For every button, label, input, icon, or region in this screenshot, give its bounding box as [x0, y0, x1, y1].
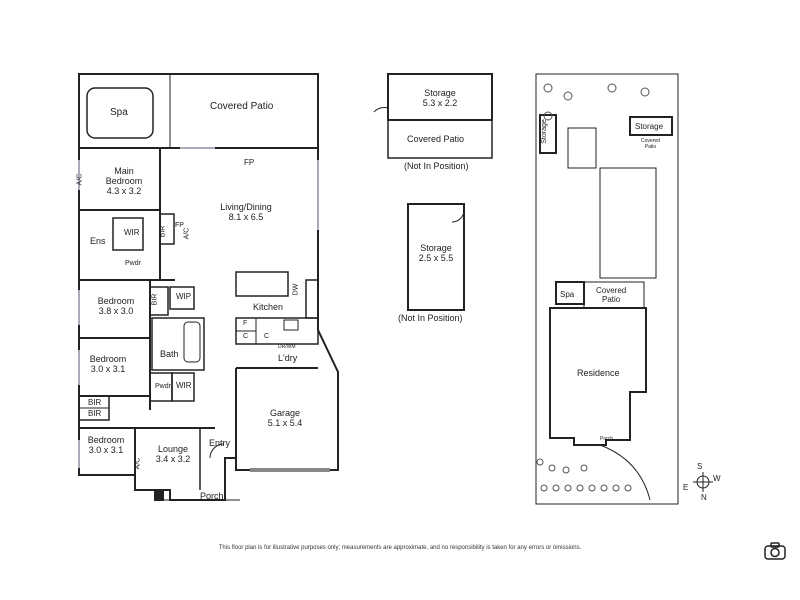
garage-label: Garage 5.1 x 5.4 — [267, 408, 303, 428]
site-storage-right-label: Storage — [635, 122, 664, 131]
storage-patio-label: Covered Patio — [407, 134, 465, 144]
drwm-label: DR/WM — [278, 344, 296, 350]
dw-label: DW — [292, 283, 300, 296]
kitchen-label: Kitchen — [253, 302, 284, 312]
storage-patio-outline — [387, 119, 493, 159]
site-covered-patio-label: Covered Patio — [596, 286, 627, 304]
site-spa-label: Spa — [560, 290, 575, 299]
storage1-label: Storage 5.3 x 2.2 — [422, 88, 458, 108]
ac-lounge-label: A/C — [134, 457, 142, 470]
entry-door-swing — [209, 443, 225, 459]
wir2-box — [171, 372, 195, 402]
compass-n: N — [701, 493, 707, 502]
pwdr2-label: Pwdr — [155, 383, 171, 390]
wip-box — [169, 286, 195, 310]
bir3a-label: BIR — [88, 398, 102, 407]
c1-label: C — [243, 333, 249, 340]
bir2-label: BIR — [151, 293, 159, 306]
bedroom3-label: Bedroom 3.0 x 3.1 — [89, 354, 127, 374]
bir2-box — [149, 286, 169, 316]
fp-top-label: FP — [244, 158, 255, 167]
entry-label: Entry — [209, 438, 231, 448]
not-in-position1-label: (Not In Position) — [404, 161, 469, 171]
main-bedroom-label: Main Bedroom 4.3 x 3.2 — [105, 166, 143, 196]
covered-patio-label: Covered Patio — [210, 101, 274, 112]
disclaimer: This floor plan is for illustrative purp… — [218, 545, 582, 551]
storage2-label: Storage 2.5 x 5.5 — [418, 243, 454, 263]
bedroom4-label: Bedroom 3.0 x 3.1 — [87, 435, 125, 455]
site-porch-label: Porch — [600, 436, 614, 442]
bedroom2-label: Bedroom 3.8 x 3.0 — [97, 296, 135, 316]
site-storage-right — [629, 116, 673, 136]
sink — [283, 319, 299, 331]
spa-tub — [86, 87, 154, 139]
f-label: F — [243, 320, 248, 327]
laundry-label: L'dry — [278, 353, 298, 363]
site-storage-left-label: Storage — [540, 119, 548, 144]
storage-2x5-outline — [407, 203, 465, 311]
site-boundary — [535, 73, 679, 505]
living-dining-label: Living/Dining 8.1 x 6.5 — [220, 202, 272, 222]
porch-post — [154, 489, 164, 501]
not-in-position2-label: (Not In Position) — [398, 313, 463, 323]
site-trees — [536, 83, 650, 492]
compass-w: W — [713, 474, 721, 483]
camera-icon — [764, 542, 786, 560]
site-storage-left — [539, 114, 557, 154]
bath-label: Bath — [160, 349, 179, 359]
bath-room — [151, 317, 205, 371]
bir3b-label: BIR — [88, 409, 102, 418]
fp-side-label: FP — [175, 222, 184, 229]
wip-label: WIP — [176, 292, 192, 301]
ac-side-label: A/C — [183, 227, 191, 240]
c2-label: C — [264, 333, 270, 340]
lounge-label: Lounge 3.4 x 3.2 — [155, 444, 191, 464]
porch-label: Porch — [200, 491, 224, 501]
ens-label: Ens — [90, 236, 106, 246]
wir-box — [112, 217, 144, 251]
spa-label: Spa — [110, 107, 128, 118]
ac-main-label: A/C — [76, 173, 84, 186]
compass-e: E — [683, 483, 689, 492]
compass: S W E N — [683, 462, 723, 502]
kitchen-island — [235, 271, 289, 297]
residence-label: Residence — [577, 368, 620, 378]
wir-main-label: WIR — [124, 228, 140, 237]
site-covered-patio-small-label: Covered Patio — [641, 138, 660, 150]
bathtub — [183, 321, 201, 363]
wir2-label: WIR — [176, 381, 192, 390]
bir-main-label: BIR — [159, 225, 167, 238]
compass-rose-icon — [693, 472, 713, 492]
bir-box — [159, 213, 175, 245]
residence-outline — [549, 307, 647, 446]
pwdr-main-label: Pwdr — [125, 260, 141, 267]
compass-s: S — [697, 462, 703, 471]
